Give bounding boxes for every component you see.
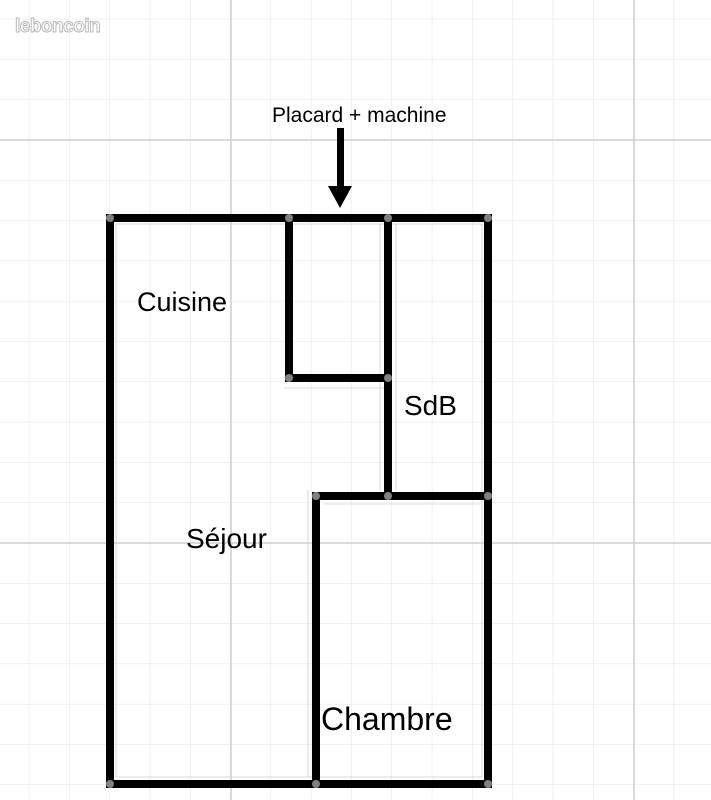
wall-nodes — [106, 214, 492, 788]
room-label-cuisine: Cuisine — [137, 287, 228, 317]
outer-wall — [106, 214, 492, 788]
room-label-sdb: SdB — [404, 390, 457, 421]
arrow-down-icon — [328, 128, 352, 208]
watermark-logo: leboncoin — [14, 16, 101, 38]
dimension-guides — [115, 223, 483, 778]
room-label-sejour: Séjour — [186, 523, 267, 554]
room-label-chambre: Chambre — [321, 701, 453, 737]
annotation-label: Placard + machine — [272, 104, 447, 127]
